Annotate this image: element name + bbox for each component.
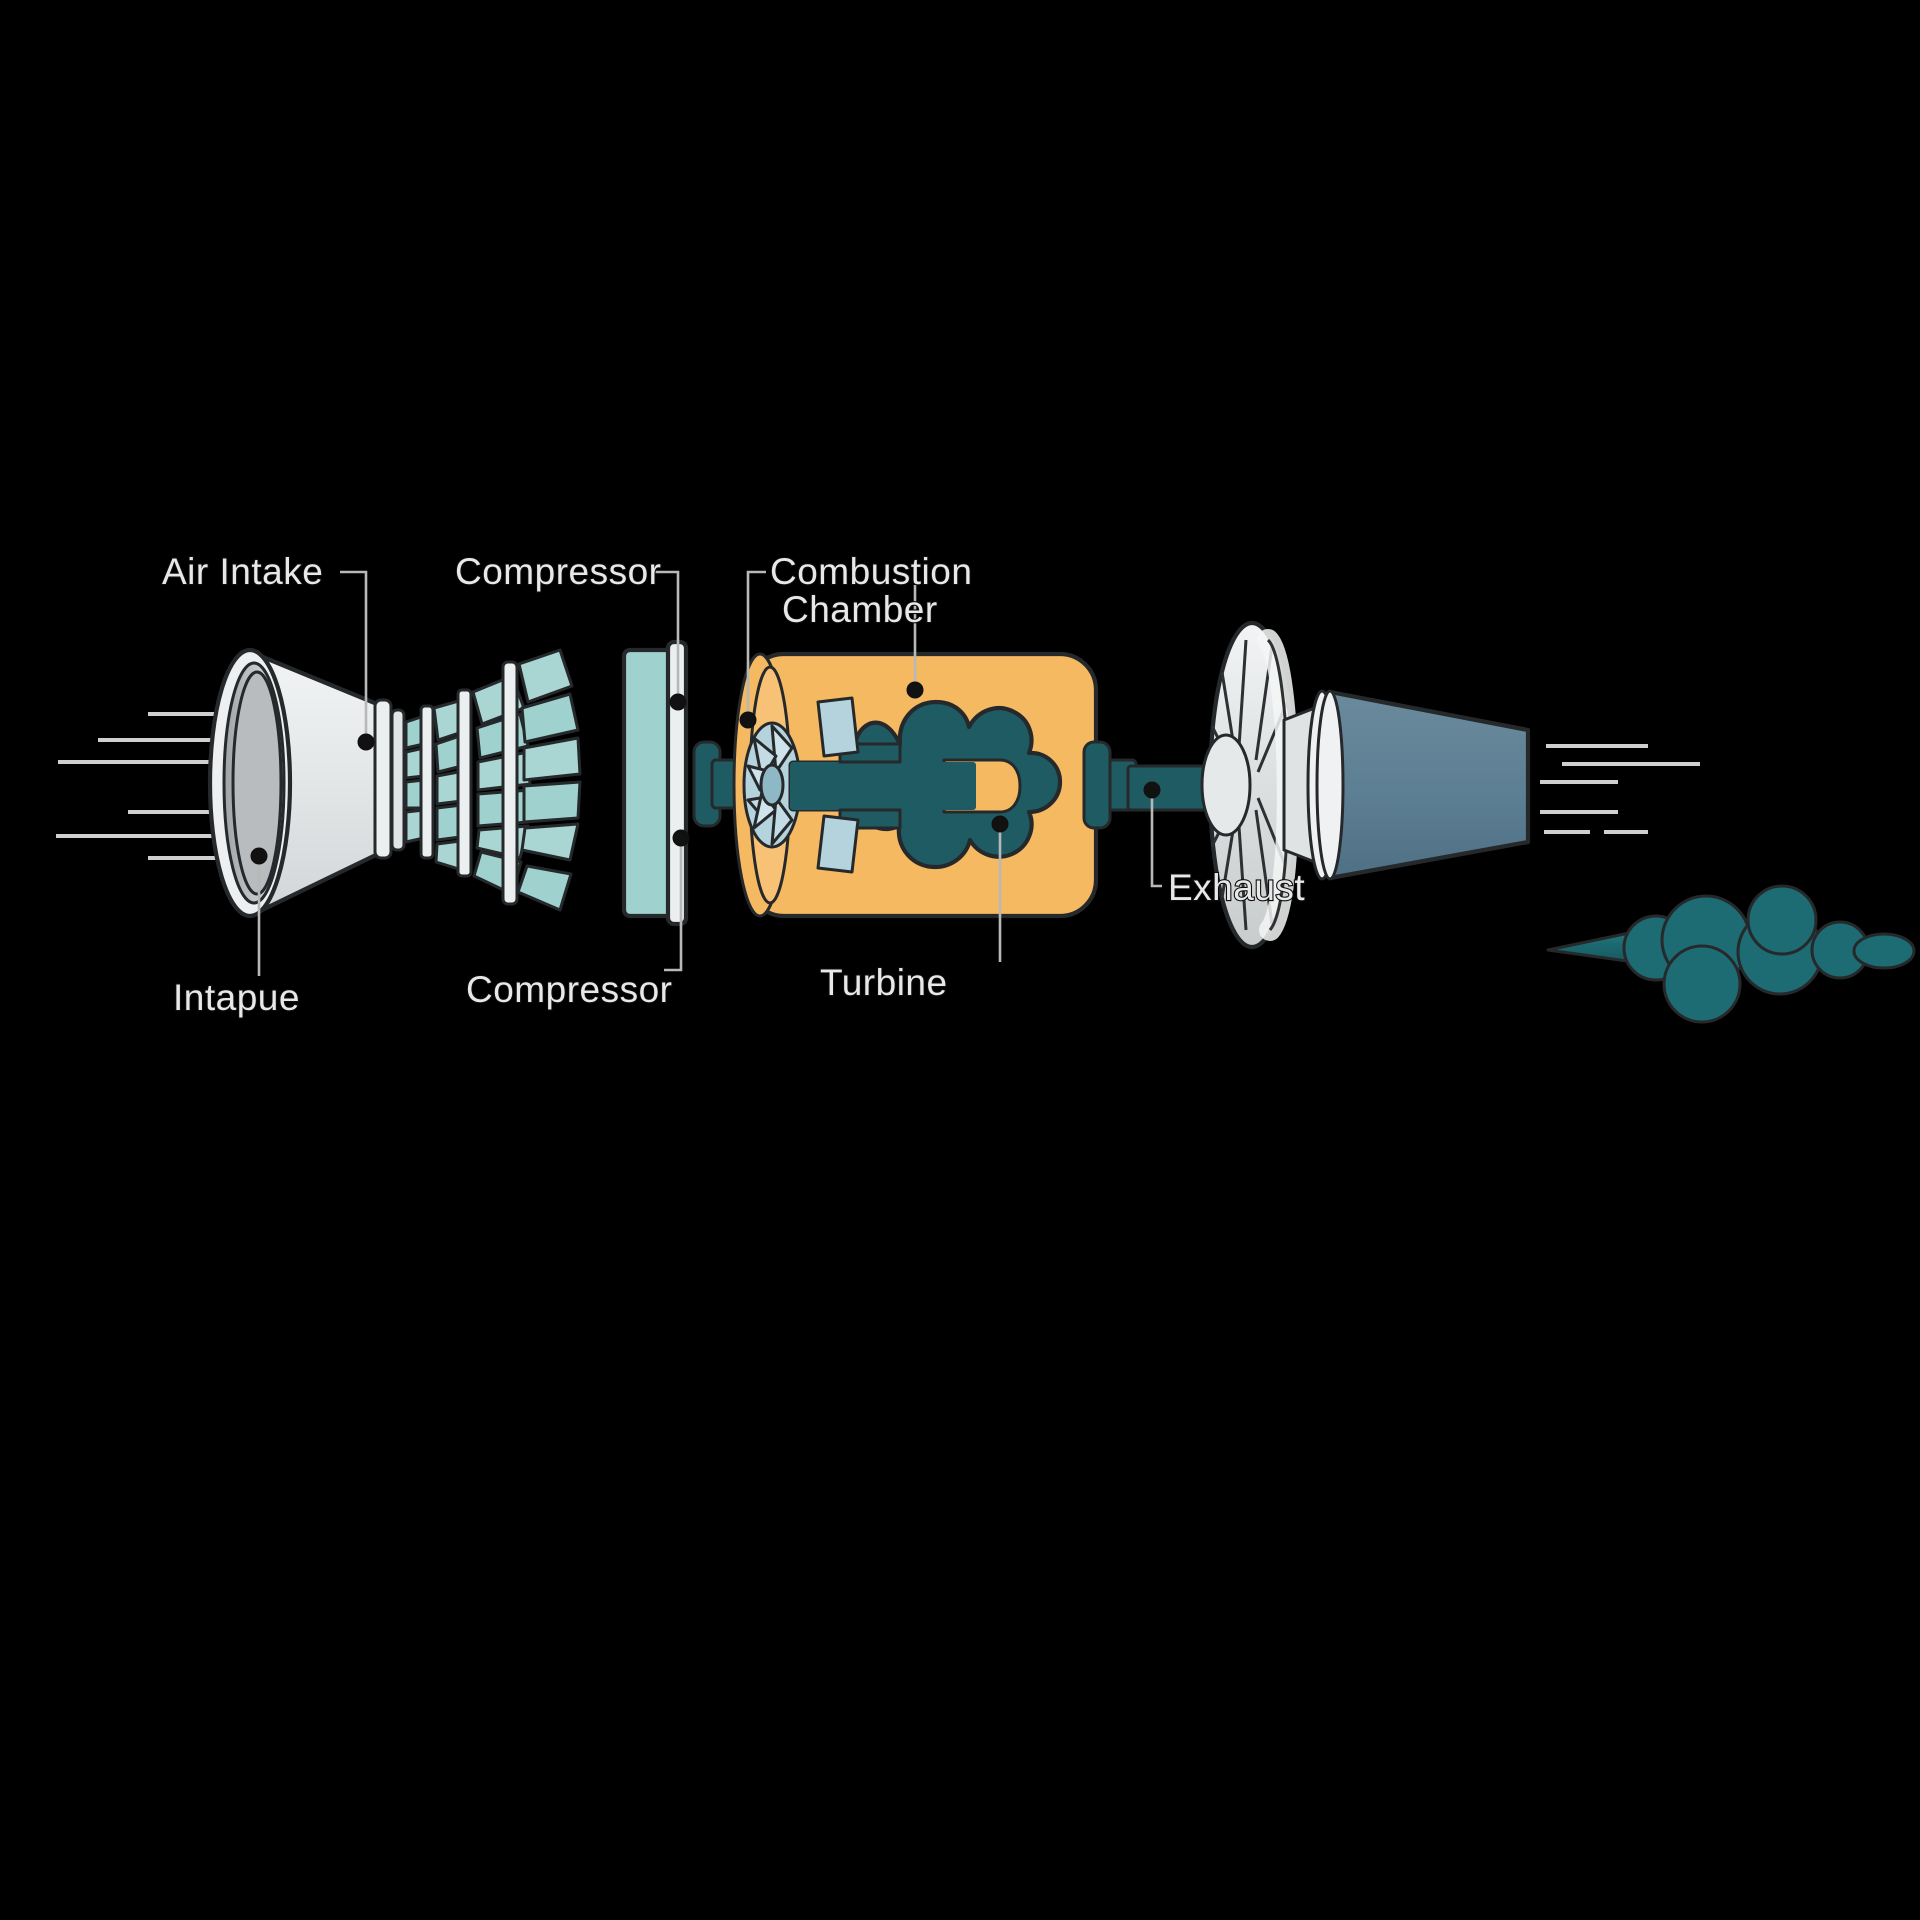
leader-dot-compressor-bottom bbox=[672, 829, 690, 847]
label-combustion-chamber-line2: Chamber bbox=[782, 589, 938, 630]
plume-puff-5 bbox=[1746, 884, 1818, 956]
drive-shaft-overlay bbox=[790, 762, 976, 810]
intake-neck-ring-2 bbox=[390, 708, 406, 852]
label-intapue: Intapue bbox=[173, 977, 300, 1018]
turbine-component[interactable] bbox=[1126, 620, 1338, 950]
leader-lines bbox=[250, 570, 1162, 976]
combustion-inlet-fan bbox=[742, 721, 802, 849]
combustion-chamber-component[interactable] bbox=[732, 651, 1138, 919]
label-combustion-chamber-line1: Combustion bbox=[770, 551, 972, 592]
label-exhaust: Exhaust bbox=[1168, 867, 1305, 908]
leader-dot-compressor-top bbox=[669, 693, 687, 711]
compressor-stator-3 bbox=[501, 660, 519, 906]
label-turbine: Turbine bbox=[820, 962, 948, 1003]
intake-neck-ring-1 bbox=[373, 698, 393, 860]
compressor-stator-2 bbox=[456, 688, 473, 878]
leader-dot-air-intake bbox=[357, 733, 375, 751]
label-compressor-top: Compressor bbox=[455, 551, 662, 592]
exhaust-front-ring bbox=[1315, 689, 1345, 881]
rear-shaft-collar bbox=[1082, 740, 1112, 830]
leader-dot-exhaust bbox=[1143, 781, 1161, 799]
fuel-injector-upper bbox=[816, 696, 860, 758]
compressor-component[interactable] bbox=[404, 639, 762, 927]
leader-dot-intapue bbox=[250, 847, 268, 865]
leader-dot-combustion-body bbox=[906, 681, 924, 699]
air-intake-component[interactable] bbox=[207, 647, 406, 919]
exhaust-plume bbox=[1546, 884, 1916, 1024]
labels: Air Intake Compressor Combustion Chamber… bbox=[161, 550, 1306, 1019]
plume-puff-7 bbox=[1852, 932, 1916, 970]
leader-dot-turbine bbox=[991, 815, 1009, 833]
label-air-intake: Air Intake bbox=[162, 551, 323, 592]
label-compressor-bottom: Compressor bbox=[466, 969, 673, 1010]
leader-dot-combustion-left bbox=[739, 711, 757, 729]
turbine-hub bbox=[1200, 733, 1252, 837]
exhaust-component[interactable] bbox=[1315, 689, 1531, 881]
compressor-stage-4 bbox=[516, 648, 582, 912]
exhaust-airflow-lines bbox=[1540, 744, 1700, 834]
intake-bore bbox=[231, 670, 283, 896]
fuel-injector-lower bbox=[816, 814, 860, 874]
compressor-stator-1 bbox=[419, 704, 435, 860]
plume-puff-3 bbox=[1662, 944, 1742, 1024]
turbine-shaft bbox=[1126, 764, 1210, 812]
